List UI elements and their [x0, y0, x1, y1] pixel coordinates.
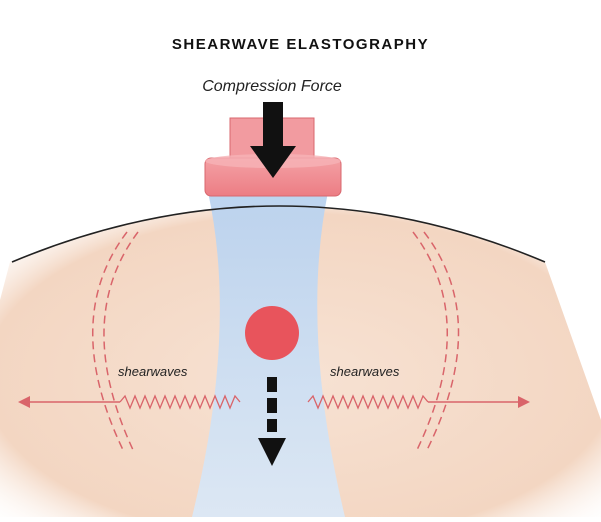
shearwaves-label-right: shearwaves	[330, 364, 399, 379]
compression-force-label: Compression Force	[162, 78, 382, 96]
diagram-title: SHEARWAVE ELASTOGRAPHY	[0, 36, 601, 53]
shearwaves-label-left: shearwaves	[118, 364, 187, 379]
lesion-circle	[245, 306, 299, 360]
